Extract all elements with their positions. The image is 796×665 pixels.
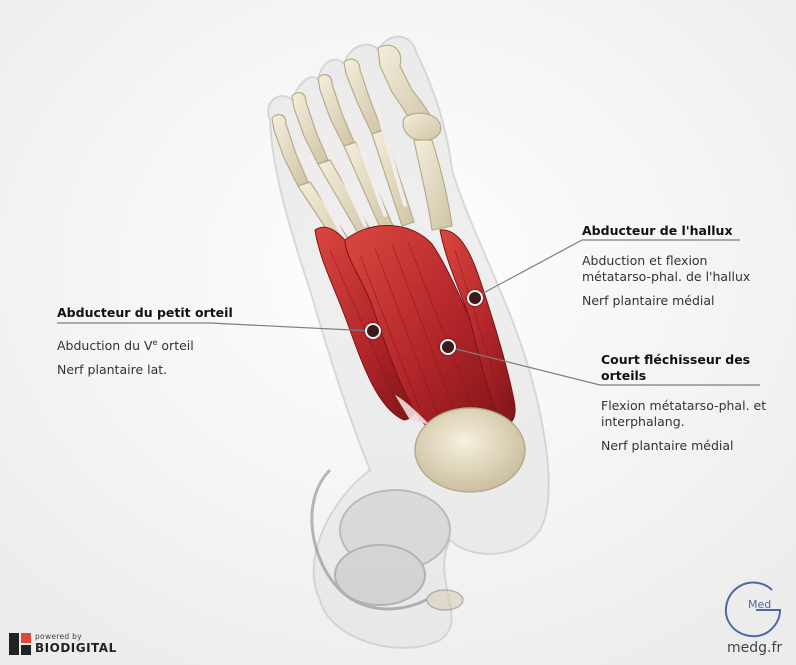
label-title-line2: orteils — [601, 368, 647, 383]
ankle-bones — [310, 468, 464, 611]
label-court-flechisseur: Court fléchisseur des orteils Flexion mé… — [601, 352, 781, 454]
label-action-prefix: Abduction du V — [57, 338, 153, 354]
biodigital-logo-icon — [9, 633, 31, 655]
medg-url[interactable]: medg.fr — [727, 640, 783, 656]
label-action: Abduction du Ve orteil — [57, 335, 267, 354]
label-action-line2: interphalang. — [601, 414, 685, 429]
biodigital-text: BIODIGITAL — [35, 641, 117, 655]
label-nerve: Nerf plantaire médial — [582, 293, 715, 308]
label-nerve: Nerf plantaire médial — [601, 438, 734, 453]
calcaneus — [414, 407, 526, 493]
label-action-line2: métatarso-phal. de l'hallux — [582, 269, 751, 284]
marker-court-flechisseur[interactable] — [440, 339, 456, 355]
label-action-line1: Flexion métatarso-phal. et — [601, 398, 767, 413]
label-action-sup: e — [152, 338, 158, 347]
label-title: Abducteur du petit orteil — [57, 305, 233, 320]
marker-abducteur-petit-orteil[interactable] — [365, 323, 381, 339]
label-abducteur-petit-orteil: Abducteur du petit orteil Abduction du V… — [57, 305, 267, 378]
label-title: Abducteur de l'hallux — [582, 223, 733, 238]
medg-logo-word: Med — [748, 598, 772, 611]
plantar-muscles — [314, 224, 516, 439]
flexor-tendons — [296, 88, 407, 242]
label-abducteur-hallux: Abducteur de l'hallux Abduction et flexi… — [582, 223, 782, 309]
label-title-line1: Court fléchisseur des — [601, 352, 751, 367]
medg-logo-icon — [724, 581, 782, 638]
powered-by-text: powered by — [35, 632, 82, 641]
leader-lines — [57, 239, 760, 386]
label-nerve: Nerf plantaire lat. — [57, 362, 168, 378]
label-action-line1: Abduction et flexion — [582, 253, 708, 268]
label-action-suffix: orteil — [157, 338, 194, 354]
marker-abducteur-hallux[interactable] — [467, 290, 483, 306]
